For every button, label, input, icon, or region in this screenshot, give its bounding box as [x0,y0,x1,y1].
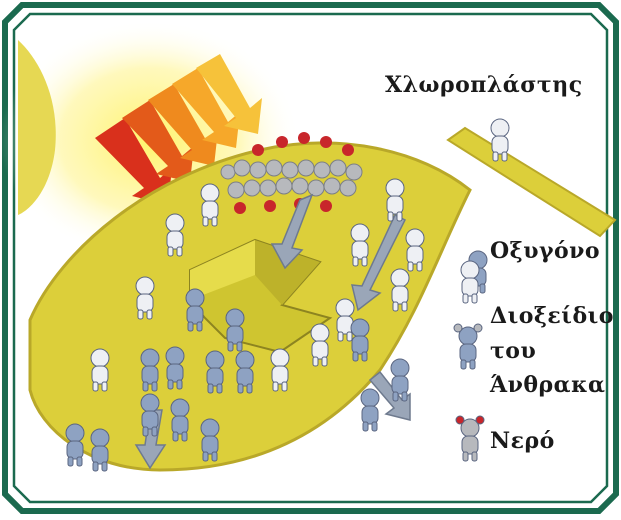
co2-label-line2: του [490,338,536,364]
water-legend-icon [456,416,484,461]
oxygen-label: Οξυγόνο [490,238,600,264]
cartoon-figure-icon [361,389,379,431]
cartoon-figure-icon [91,429,109,471]
leaf-stem [448,128,615,236]
oxygen-legend-icon [461,251,487,303]
co2-label-line3: Άνθρακα [490,372,606,398]
co2-legend-icon [454,324,482,369]
chloroplast-label: Χλωροπλάστης [385,72,583,98]
cartoon-figure-icon [66,424,84,466]
co2-label-line1: Διοξείδιο [490,303,614,329]
water-label: Νερό [490,428,555,454]
cartoon-figure-icon [391,359,409,401]
